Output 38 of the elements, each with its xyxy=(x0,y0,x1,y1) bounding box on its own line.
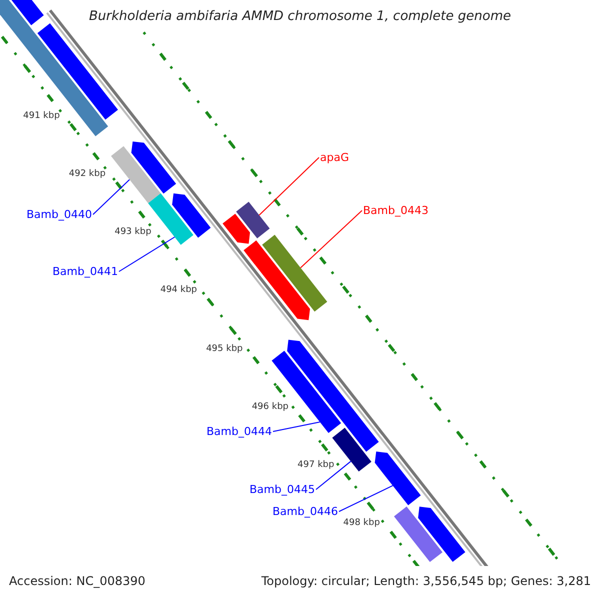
scale-label: 495 kbp xyxy=(206,344,243,355)
leader-line xyxy=(300,210,362,268)
scale-label: 491 kbp xyxy=(23,110,60,122)
gene-block xyxy=(172,193,211,238)
leader-line xyxy=(272,422,320,432)
gene-label: Bamb_0445 xyxy=(250,483,315,496)
gene-block xyxy=(394,506,442,562)
gene-label: Bamb_0443 xyxy=(363,204,428,217)
gene-label: Bamb_0440 xyxy=(26,208,92,221)
leader-line xyxy=(338,485,394,512)
scale-label: 492 kbp xyxy=(68,168,106,180)
gene-block xyxy=(131,142,176,194)
gene-block xyxy=(111,146,161,204)
gene-block xyxy=(418,506,466,562)
gene-block xyxy=(244,240,310,320)
gene-block xyxy=(262,234,328,312)
scale-label: 497 kbp xyxy=(298,460,334,472)
accession-text: Accession: NC_008390 xyxy=(9,574,146,588)
gene-block xyxy=(332,428,372,472)
leader-line xyxy=(118,236,176,272)
scale-label: 494 kbp xyxy=(160,285,198,296)
gene-block xyxy=(222,214,250,244)
gene-block xyxy=(236,202,270,238)
leader-line xyxy=(258,157,320,216)
leader-line xyxy=(316,460,352,490)
gene-label: apaG xyxy=(320,151,349,164)
gene-label: Bamb_0444 xyxy=(206,425,272,438)
gene-block xyxy=(287,340,379,452)
gene-label: Bamb_0446 xyxy=(272,505,338,518)
leader-line xyxy=(92,179,130,215)
scale-label: 493 kbp xyxy=(114,227,152,238)
scale-label: 498 kbp xyxy=(343,518,380,530)
gene-label: Bamb_0441 xyxy=(52,265,118,278)
scale-label: 496 kbp xyxy=(252,402,288,413)
title: Burkholderia ambifaria AMMD chromosome 1, complete genome xyxy=(88,9,512,24)
gene-block xyxy=(374,452,421,506)
gene-block xyxy=(272,350,342,433)
genome-info-text: Topology: circular; Length: 3,556,545 bp; Genes: 3,281 xyxy=(261,574,591,588)
